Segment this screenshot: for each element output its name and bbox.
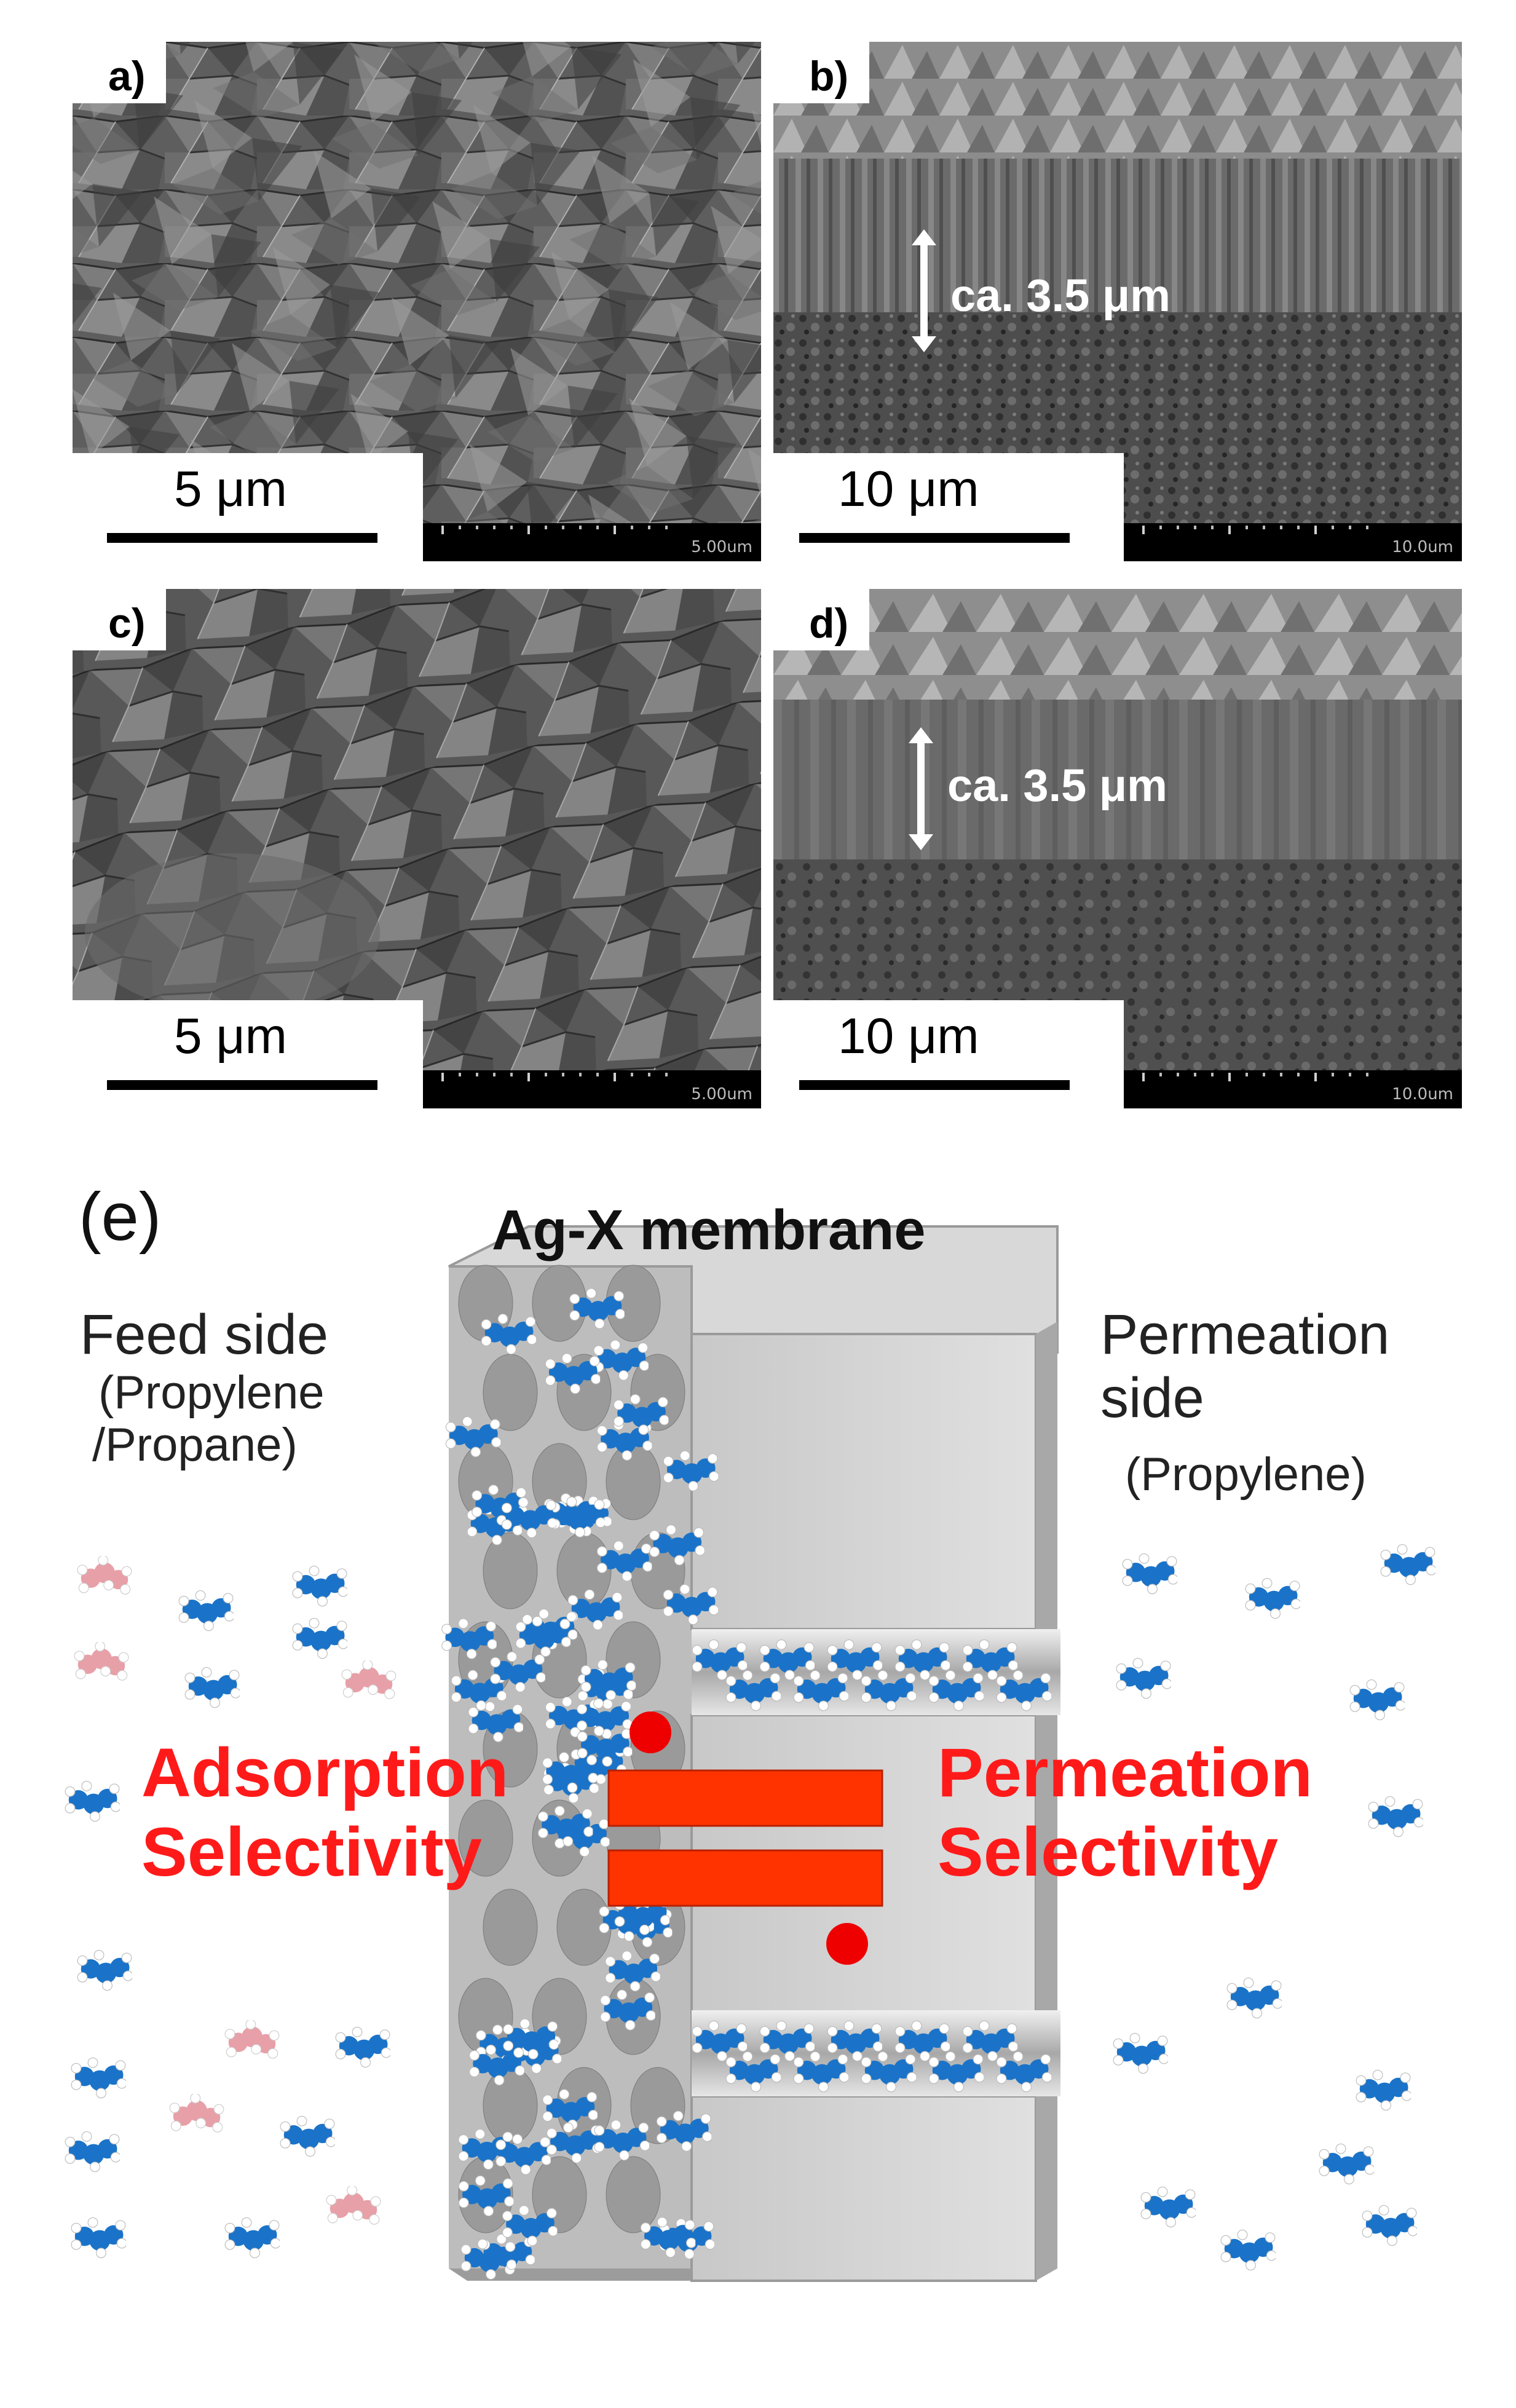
propylene-molecule bbox=[65, 1780, 120, 1822]
permeation-side-label: Permeation side (Propylene) bbox=[1100, 1303, 1389, 1501]
feed-side-line2: (Propylene bbox=[98, 1367, 325, 1419]
pore bbox=[483, 1532, 538, 1609]
scale-bar-box-d: 10 μm bbox=[773, 1000, 1124, 1108]
propylene-molecule bbox=[1113, 2032, 1168, 2074]
thickness-arrow-d bbox=[909, 727, 933, 850]
propylene-molecule bbox=[1349, 1679, 1405, 1721]
pore bbox=[483, 1889, 538, 1966]
adsorption-selectivity-label: Adsorption Selectivity bbox=[141, 1734, 508, 1892]
sem-panel-c: c) 5 μm 5.00um bbox=[73, 589, 761, 1108]
pore bbox=[483, 1354, 538, 1431]
scale-bar-text-d: 10 μm bbox=[838, 1008, 979, 1064]
scale-bar-text-a: 5 μm bbox=[174, 461, 287, 517]
adsorption-line1: Adsorption bbox=[141, 1734, 509, 1811]
pore bbox=[483, 2067, 538, 2144]
propylene-molecule bbox=[1220, 2229, 1276, 2271]
propylene-molecule bbox=[184, 1667, 240, 1708]
propane-molecule bbox=[169, 2094, 224, 2133]
red-dot-lower bbox=[826, 1923, 868, 1965]
panel-label-c: c) bbox=[73, 589, 167, 650]
propylene-molecule bbox=[1362, 2205, 1417, 2246]
propylene-molecule bbox=[292, 1565, 347, 1607]
propylene-molecule bbox=[1140, 2186, 1196, 2228]
propylene-molecule bbox=[292, 1617, 347, 1659]
permeation-sel-line1: Permeation bbox=[938, 1734, 1313, 1811]
scale-bar-box-a: 5 μm bbox=[73, 453, 423, 561]
feed-side-line3: /Propane) bbox=[92, 1419, 298, 1472]
propylene-molecule bbox=[77, 1949, 132, 1991]
sem-info-bar-d: 10.0um bbox=[1124, 1070, 1462, 1108]
permeation-side-line2: side bbox=[1100, 1367, 1204, 1430]
schematic-title: Ag-X membrane bbox=[492, 1199, 926, 1261]
sem-panel-d: d) ca. 3.5 μm 10 μm 10.0um bbox=[773, 589, 1462, 1108]
scale-bar-a bbox=[107, 533, 377, 543]
propylene-molecule bbox=[1380, 1544, 1435, 1585]
propylene-molecule bbox=[335, 2026, 390, 2068]
adsorption-line2: Selectivity bbox=[141, 1813, 483, 1890]
sem-panel-a: a) 5 μm 5.00um bbox=[73, 42, 761, 561]
propane-molecule bbox=[77, 1556, 132, 1595]
panel-label-a: a) bbox=[73, 42, 167, 103]
propylene-molecule bbox=[1122, 1553, 1177, 1595]
scale-bar-box-b: 10 μm bbox=[773, 453, 1124, 561]
panel-label-d: d) bbox=[773, 589, 870, 650]
scale-bar-c bbox=[107, 1080, 377, 1090]
feed-side-label: Feed side (Propylene /Propane) bbox=[80, 1303, 328, 1471]
permeation-side-line1: Permeation bbox=[1100, 1303, 1390, 1366]
sem-info-label-a: 5.00um bbox=[691, 538, 752, 556]
sem-cross-section-texture-b bbox=[773, 42, 1462, 561]
pore bbox=[606, 2156, 661, 2233]
scale-bar-b bbox=[799, 533, 1070, 543]
propylene-molecule bbox=[1245, 1577, 1300, 1619]
propylene-molecule bbox=[1368, 1796, 1423, 1838]
thickness-arrow-b bbox=[912, 229, 936, 352]
propylene-molecule bbox=[1319, 2143, 1374, 2185]
sem-info-label-c: 5.00um bbox=[691, 1085, 752, 1103]
scale-bar-text-b: 10 μm bbox=[838, 461, 979, 517]
sem-panel-b: b) ca. 3.5 μm 10 μm 10.0um bbox=[773, 42, 1462, 561]
propylene-molecule bbox=[1116, 1657, 1171, 1699]
propane-molecule bbox=[341, 1660, 397, 1699]
pore bbox=[606, 1443, 661, 1520]
sem-info-bar-c: 5.00um bbox=[423, 1070, 761, 1108]
red-dot-upper bbox=[630, 1711, 671, 1753]
sem-info-bar-a: 5.00um bbox=[423, 523, 761, 561]
propylene-molecule bbox=[280, 2115, 335, 2157]
propylene-molecule bbox=[1356, 2069, 1411, 2111]
pore bbox=[458, 1799, 513, 1877]
panel-label-e: (e) bbox=[79, 1179, 162, 1255]
equals-bar-bottom bbox=[607, 1849, 883, 1907]
scale-bar-text-c: 5 μm bbox=[174, 1008, 287, 1064]
propylene-molecule bbox=[1226, 1977, 1282, 2019]
equals-bar-top bbox=[607, 1769, 883, 1827]
panel-label-b: b) bbox=[773, 42, 870, 103]
sem-info-label-d: 10.0um bbox=[1392, 1085, 1453, 1103]
propylene-molecule bbox=[178, 1590, 234, 1632]
sem-info-bar-b: 10.0um bbox=[1124, 523, 1462, 561]
thickness-label-b: ca. 3.5 μm bbox=[950, 270, 1171, 321]
permeation-side-line3: (Propylene) bbox=[1125, 1448, 1367, 1501]
propane-molecule bbox=[224, 2020, 280, 2059]
propylene-molecule bbox=[224, 2217, 280, 2259]
permeation-selectivity-label: Permeation Selectivity bbox=[938, 1734, 1313, 1892]
scale-bar-box-c: 5 μm bbox=[73, 1000, 423, 1108]
propylene-molecule bbox=[71, 2217, 126, 2259]
thickness-label-d: ca. 3.5 μm bbox=[947, 760, 1167, 811]
membrane-schematic bbox=[65, 1225, 1435, 2282]
propane-molecule bbox=[326, 2186, 381, 2225]
sem-info-label-b: 10.0um bbox=[1392, 538, 1453, 556]
permeation-sel-line2: Selectivity bbox=[938, 1813, 1279, 1890]
propane-molecule bbox=[74, 1642, 129, 1681]
propylene-molecule bbox=[65, 2131, 120, 2173]
scale-bar-d bbox=[799, 1080, 1070, 1090]
feed-side-line1: Feed side bbox=[80, 1303, 329, 1366]
propylene-molecule bbox=[71, 2057, 126, 2099]
